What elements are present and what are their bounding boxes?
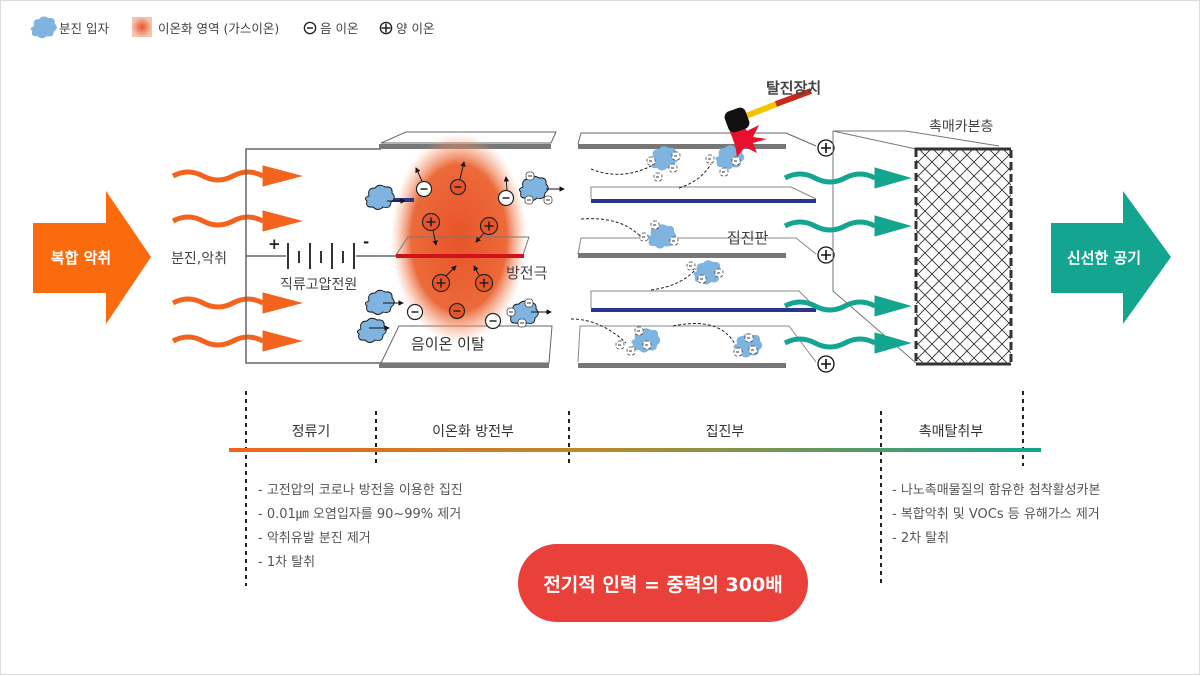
positive-terminal-icon bbox=[817, 355, 835, 373]
bullet: - 0.01㎛ 오염입자를 90~99% 제거 bbox=[258, 507, 461, 522]
outlet-arrow: 신선한 공기 bbox=[1051, 191, 1171, 324]
outlet-label: 신선한 공기 bbox=[1067, 249, 1141, 267]
section-rectifier: 정류기 bbox=[292, 424, 331, 440]
process-bar bbox=[229, 448, 1041, 452]
inlet-arrow: 복합 악취 bbox=[33, 191, 151, 324]
section-dividers bbox=[245, 391, 1024, 586]
dust-particle-icon bbox=[30, 16, 57, 39]
section-catalyst: 촉매탈취부 bbox=[919, 424, 984, 440]
legend-pos-ion: 양 이온 bbox=[396, 21, 434, 36]
bullet: - 나노촉매물질의 함유한 첨착활성카본 bbox=[892, 483, 1100, 498]
bullet: - 1차 탈취 bbox=[258, 555, 315, 570]
ion-zone-icon bbox=[132, 17, 152, 37]
carbon-layer-label: 촉매카본층 bbox=[929, 119, 994, 135]
catalyst-carbon-layer bbox=[832, 130, 1013, 366]
left-bullets: - 고전압의 코로나 방전을 이용한 집진 - 0.01㎛ 오염입자를 90~9… bbox=[258, 483, 463, 570]
electrode-label: 방전극 bbox=[506, 264, 548, 282]
neg-release-label: 음이온 이탈 bbox=[411, 335, 485, 353]
bullet: - 복합악취 및 VOCs 등 유해가스 제거 bbox=[892, 507, 1100, 522]
hammer-icon bbox=[724, 88, 813, 157]
section-collector: 집진부 bbox=[706, 424, 745, 440]
outflow-arrows bbox=[785, 167, 912, 354]
ions bbox=[356, 161, 565, 343]
inflow-arrows bbox=[173, 165, 303, 352]
legend-dust: 분진 입자 bbox=[59, 21, 109, 36]
highlight-badge: 전기적 인력 = 중력의 300배 bbox=[518, 544, 808, 622]
positive-terminal-icon bbox=[817, 246, 835, 264]
circuit-wires bbox=[245, 148, 396, 364]
power-label: 직류고압전원 bbox=[280, 277, 357, 293]
section-ionizer: 이온화 방전부 bbox=[432, 424, 514, 440]
bullet: - 고전압의 코로나 방전을 이용한 집진 bbox=[258, 483, 463, 498]
power-minus: - bbox=[363, 233, 369, 251]
right-bullets: - 나노촉매물질의 함유한 첨착활성카본 - 복합악취 및 VOCs 등 유해가… bbox=[892, 483, 1100, 546]
bullet: - 2차 탈취 bbox=[892, 531, 949, 546]
dc-power-source bbox=[287, 243, 355, 269]
bullet: - 악취유발 분진 제거 bbox=[258, 531, 371, 546]
power-plus: + bbox=[268, 235, 281, 253]
discharge-electrode bbox=[395, 236, 530, 258]
rapper-label: 탈진장치 bbox=[766, 79, 821, 97]
legend: 분진 입자 이온화 영역 (가스이온) 음 이온 양 이온 bbox=[30, 16, 434, 39]
collector-plate-label: 집진판 bbox=[727, 229, 769, 247]
legend-ion-zone: 이온화 영역 (가스이온) bbox=[158, 21, 279, 36]
collected-dust bbox=[570, 145, 763, 358]
positive-ion-icon bbox=[379, 21, 393, 35]
dust-odor-label: 분진,악취 bbox=[171, 251, 227, 267]
negative-ion-icon bbox=[303, 21, 317, 35]
legend-neg-ion: 음 이온 bbox=[320, 21, 358, 36]
inlet-label: 복합 악취 bbox=[51, 249, 111, 267]
positive-terminal-icon bbox=[817, 139, 835, 157]
